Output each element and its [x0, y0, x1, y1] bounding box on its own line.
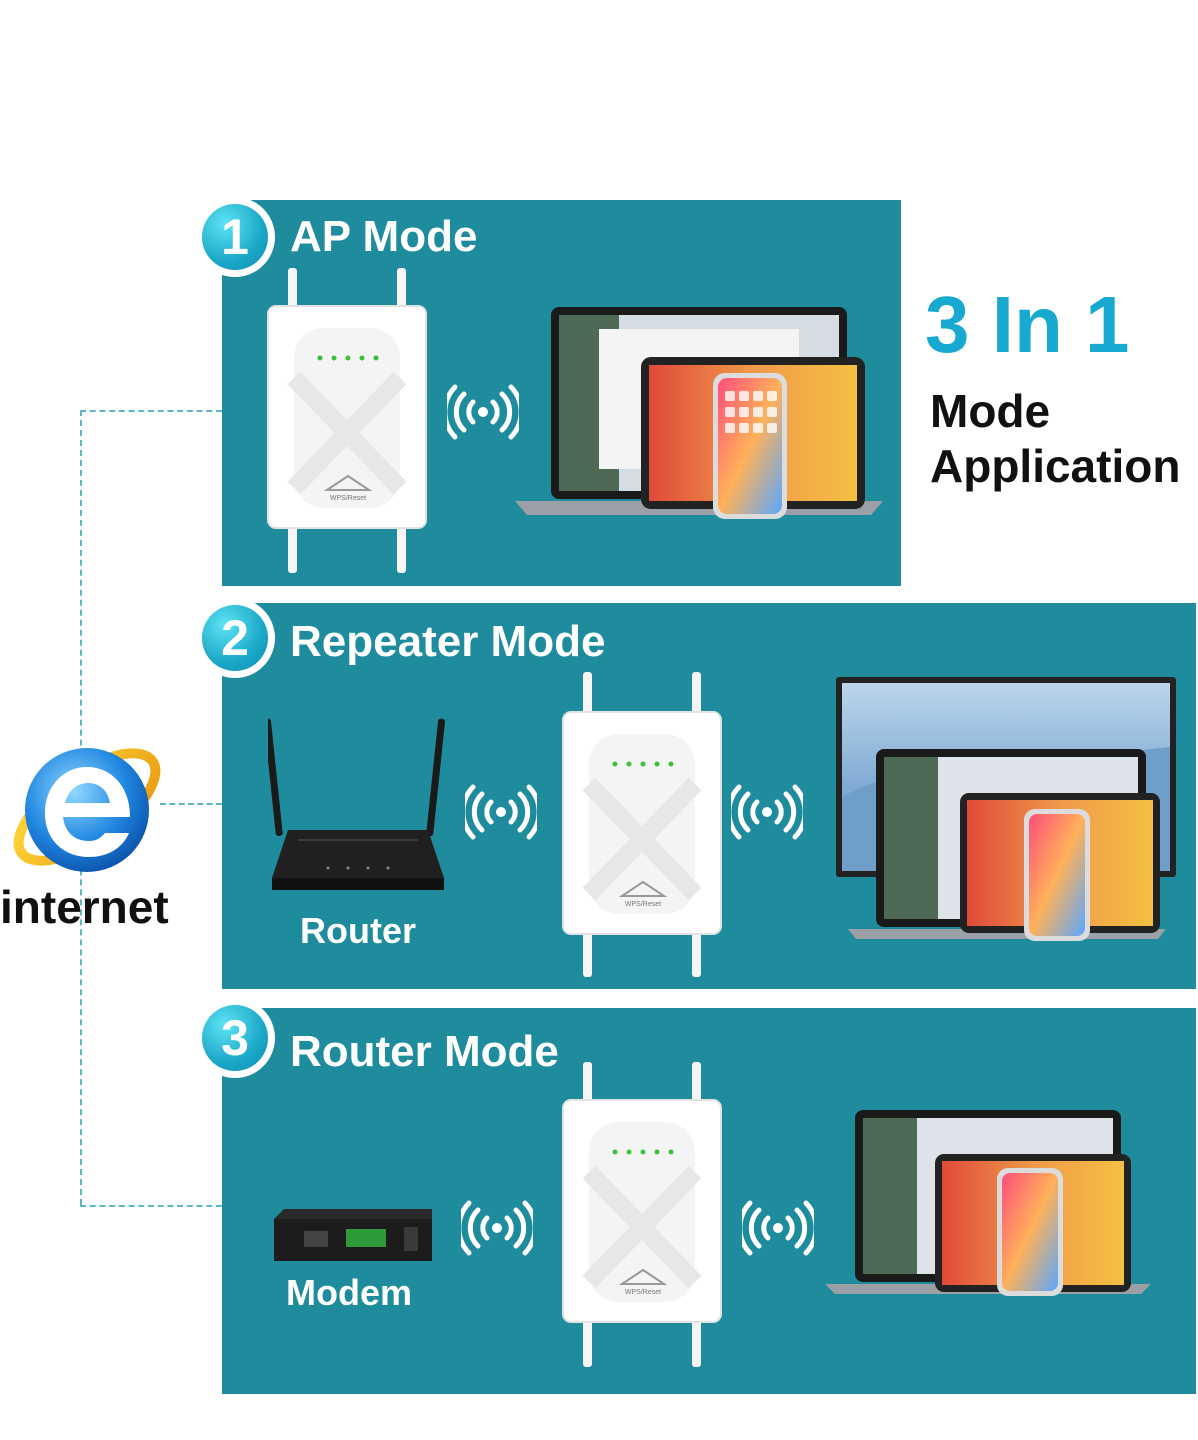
connector-line-repeater [160, 803, 222, 805]
wifi-extender-device: WPS/Reset [557, 672, 727, 982]
headline-line-mode: Mode [930, 385, 1051, 437]
router-device [268, 718, 448, 903]
client-devices-ap [515, 305, 885, 520]
modem-label: Modem [286, 1272, 412, 1313]
headline-line-application: Application [930, 440, 1181, 492]
wifi-signal-icon [742, 1198, 814, 1258]
repeater-mode-title: Repeater Mode [290, 617, 606, 666]
wifi-signal-icon [731, 782, 803, 842]
mode-number-badge: 3 [195, 998, 275, 1078]
router-mode-title: Router Mode [290, 1027, 559, 1076]
internet-label: internet [0, 881, 169, 933]
mode-number-badge: 1 [195, 197, 275, 277]
connector-line-router [80, 1205, 222, 1207]
client-devices-repeater [836, 677, 1176, 942]
wifi-extender-device: WPS/Reset [557, 1062, 727, 1372]
wps-reset-label: WPS/Reset [625, 901, 661, 908]
wifi-extender-device: WPS/Reset [262, 268, 432, 578]
headline-title: 3 In 1 [925, 280, 1130, 369]
wps-reset-label: WPS/Reset [330, 495, 366, 502]
connector-line-ap [80, 410, 222, 412]
wifi-signal-icon [465, 782, 537, 842]
client-devices-router [825, 1108, 1155, 1298]
ap-mode-title: AP Mode [290, 212, 478, 261]
wifi-signal-icon [447, 382, 519, 442]
wps-reset-label: WPS/Reset [625, 1289, 661, 1296]
wifi-signal-icon [461, 1198, 533, 1258]
internet-explorer-icon [5, 725, 170, 885]
modem-device [268, 1205, 438, 1267]
mode-number-badge: 2 [195, 598, 275, 678]
router-label: Router [300, 910, 416, 951]
